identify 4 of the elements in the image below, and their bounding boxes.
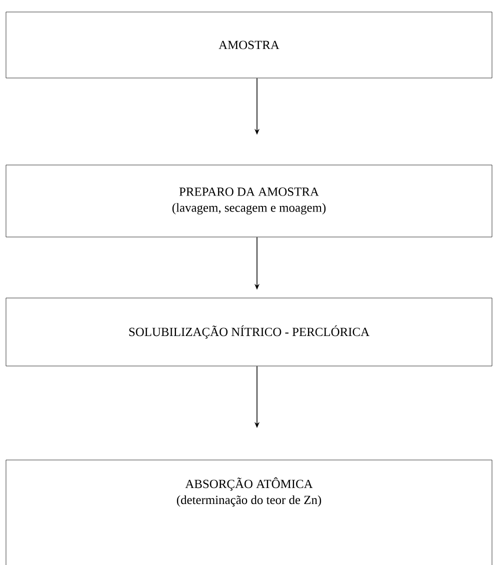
process-box: ABSORÇÃO ATÔMICA (determinação do teor de Zn) — [6, 460, 492, 565]
process-box: PREPARO DA AMOSTRA (lavagem, secagem e moagem) — [6, 164, 492, 238]
process-box: SOLUBILIZAÇÃO NÍTRICO - PERCLÓRICA — [6, 298, 492, 366]
process-box: AMOSTRA — [6, 12, 492, 78]
